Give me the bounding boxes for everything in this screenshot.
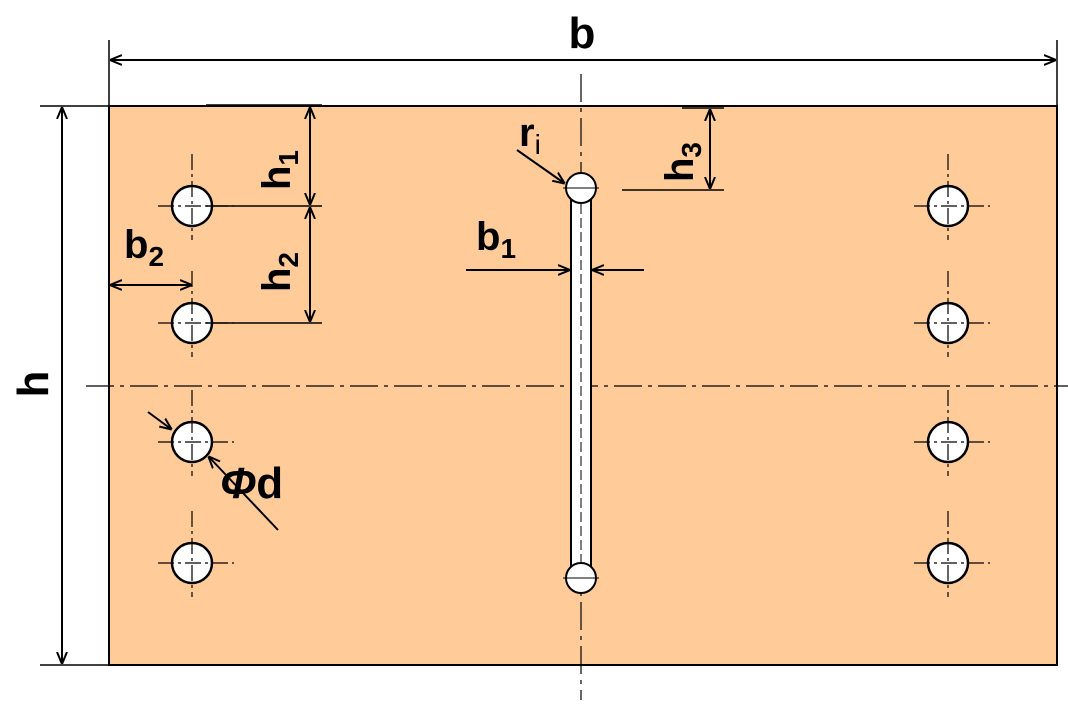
dimension-b2: b2	[111, 223, 191, 285]
leader-diameter: Φd	[147, 411, 283, 531]
label-b: b	[569, 9, 596, 58]
leader-ri: ri	[516, 111, 564, 183]
bolt-hole	[914, 271, 990, 357]
label-h1: h1	[255, 150, 304, 190]
dimension-b1: b1	[466, 215, 644, 270]
label-h: h	[9, 371, 58, 398]
label-b2: b2	[124, 223, 164, 272]
label-h3: h3	[658, 142, 707, 182]
bolt-hole	[914, 154, 990, 240]
dimension-h1-h2: h1 h2	[206, 104, 322, 324]
dimension-h3: h3	[622, 107, 724, 191]
bolt-hole	[158, 511, 234, 597]
bolt-hole	[914, 511, 990, 597]
label-phi-d: Φd	[220, 459, 283, 508]
bolt-hole	[158, 390, 234, 476]
dimension-b: b	[108, 9, 1058, 106]
dimension-h: h	[9, 105, 109, 666]
label-h2: h2	[255, 252, 304, 292]
slot	[563, 172, 599, 594]
bolt-hole	[914, 390, 990, 476]
label-b1: b1	[476, 215, 516, 264]
label-ri: ri	[519, 111, 541, 160]
